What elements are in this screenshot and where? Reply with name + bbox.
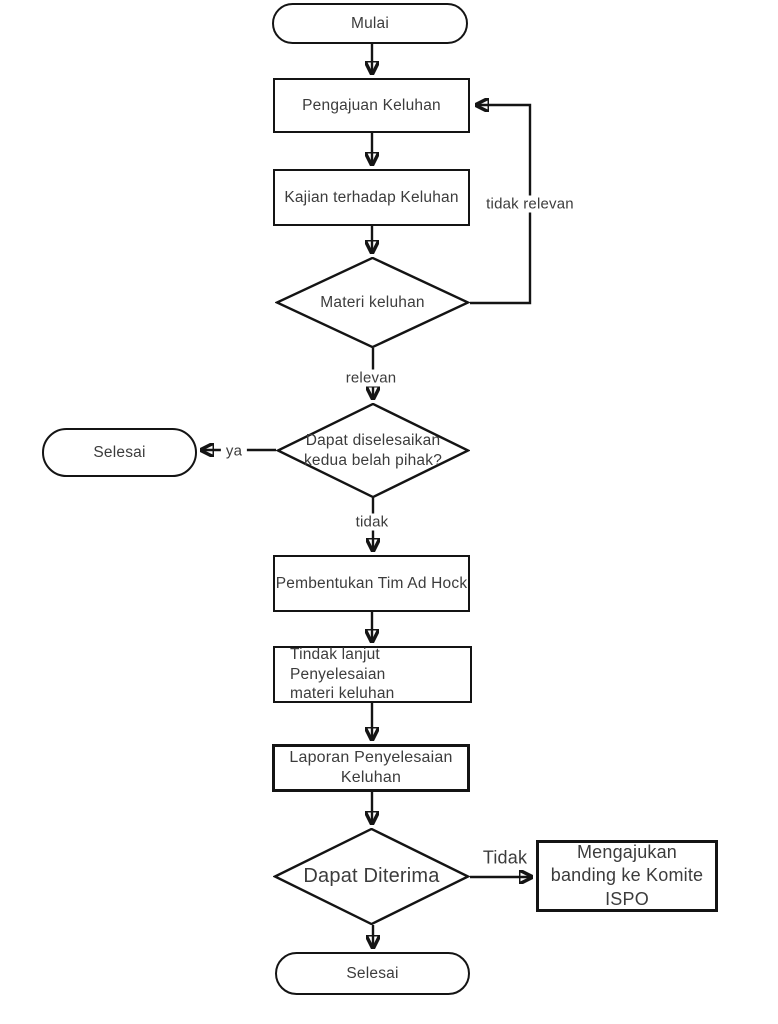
edge-label-ya: ya — [220, 442, 248, 460]
diamond-shape — [276, 403, 470, 498]
node-pembentukan-tim: Pembentukan Tim Ad Hock — [273, 555, 470, 612]
node-diterima-label: Dapat Diterima — [303, 865, 440, 887]
node-selesai-bawah-label: Selesai — [346, 964, 399, 982]
node-tindak-label: Tindak lanjut Penyelesaian materi keluha… — [290, 646, 395, 703]
node-dapat-diselesaikan: Dapat diselesaikan kedua belah pihak? — [276, 403, 470, 498]
node-laporan-label: Laporan Penyelesaian Keluhan — [289, 749, 453, 786]
diamond-shape — [275, 257, 470, 348]
edge-label-relevan: relevan — [340, 369, 402, 387]
node-pengajuan-label: Pengajuan Keluhan — [302, 96, 441, 114]
node-mulai-label: Mulai — [350, 14, 390, 32]
node-tindak-lanjut: Tindak lanjut Penyelesaian materi keluha… — [273, 646, 472, 703]
edge-label-tidak-banding: Tidak — [477, 847, 533, 869]
node-mengajukan-banding: Mengajukan banding ke Komite ISPO — [536, 840, 718, 912]
edge-label-tidak: tidak — [350, 513, 394, 531]
node-dapat-diterima: Dapat Diterima — [273, 828, 470, 925]
node-selesai-kiri: Selesai — [42, 428, 197, 477]
node-banding-label: Mengajukan banding ke Komite ISPO — [550, 841, 704, 909]
node-diselesaikan-label: Dapat diselesaikan kedua belah pihak? — [303, 432, 443, 469]
node-laporan-penyelesaian: Laporan Penyelesaian Keluhan — [272, 744, 470, 792]
node-materi-keluhan: Materi keluhan — [275, 257, 470, 348]
node-materi-label: Materi keluhan — [320, 293, 425, 311]
edge-label-tidak-relevan: tidak relevan — [481, 195, 579, 213]
node-selesai-bawah: Selesai — [275, 952, 470, 995]
node-kajian-keluhan: Kajian terhadap Keluhan — [273, 169, 470, 226]
node-pembentukan-label: Pembentukan Tim Ad Hock — [275, 574, 468, 592]
node-pengajuan-keluhan: Pengajuan Keluhan — [273, 78, 470, 133]
diamond-shape — [273, 828, 470, 925]
node-kajian-label: Kajian terhadap Keluhan — [284, 188, 459, 206]
node-mulai: Mulai — [272, 3, 468, 44]
node-selesai-kiri-label: Selesai — [93, 443, 146, 461]
